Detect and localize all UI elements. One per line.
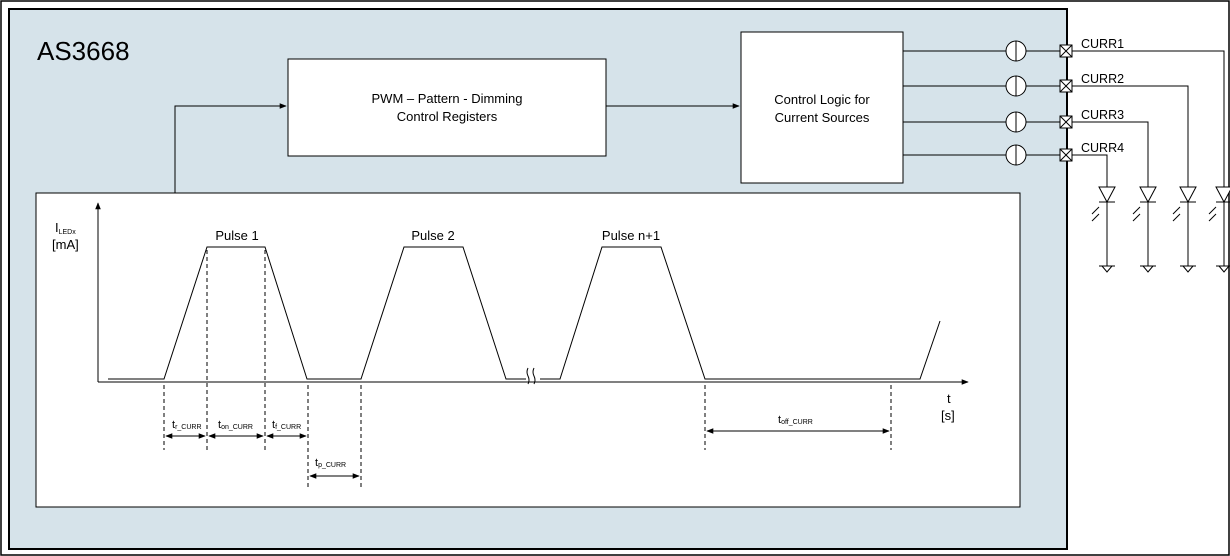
y-axis-label: ILEDx [55,220,76,236]
y-axis-unit: [mA] [52,237,79,252]
control-logic-label-line1: Control Logic for [774,92,870,107]
interval-arrows [165,428,890,479]
led-wires [1072,50,1225,187]
chip-title: AS3668 [37,36,130,66]
registers-label-line1: PWM – Pattern - Dimming [372,91,523,106]
pulse-2-label: Pulse 2 [411,228,454,243]
t-off-label: toff_CURR [778,414,813,426]
control-logic-block [740,31,904,184]
x-axis-unit: [s] [941,408,955,423]
waveform [108,246,941,385]
t-on-label: ton_CURR [218,419,253,431]
registers-label-line2: Control Registers [397,109,498,124]
t-period-label: tp_CURR [315,457,346,469]
x-axis-label: t [947,391,951,406]
timing-panel [35,192,1021,508]
t-rise-label: tr_CURR [172,419,202,431]
led-icon [1172,186,1197,273]
pin-label-curr1: CURR1 [1081,37,1124,51]
pulse-1-label: Pulse 1 [215,228,258,243]
control-logic-label-line2: Current Sources [775,110,870,125]
led-icon [1091,186,1116,273]
pin-label-curr4: CURR4 [1081,141,1124,155]
pin-label-curr2: CURR2 [1081,72,1124,86]
t-fall-label: tf_CURR [272,419,301,431]
led-array [1091,186,1230,273]
led-icon [1208,186,1230,273]
dashed-guides [163,250,892,490]
registers-block [287,58,607,157]
timing-to-registers-arrow [174,103,287,193]
pin-label-curr3: CURR3 [1081,108,1124,122]
pulse-n1-label: Pulse n+1 [602,228,660,243]
current-source-channels [903,40,1060,166]
led-icon [1132,186,1157,273]
